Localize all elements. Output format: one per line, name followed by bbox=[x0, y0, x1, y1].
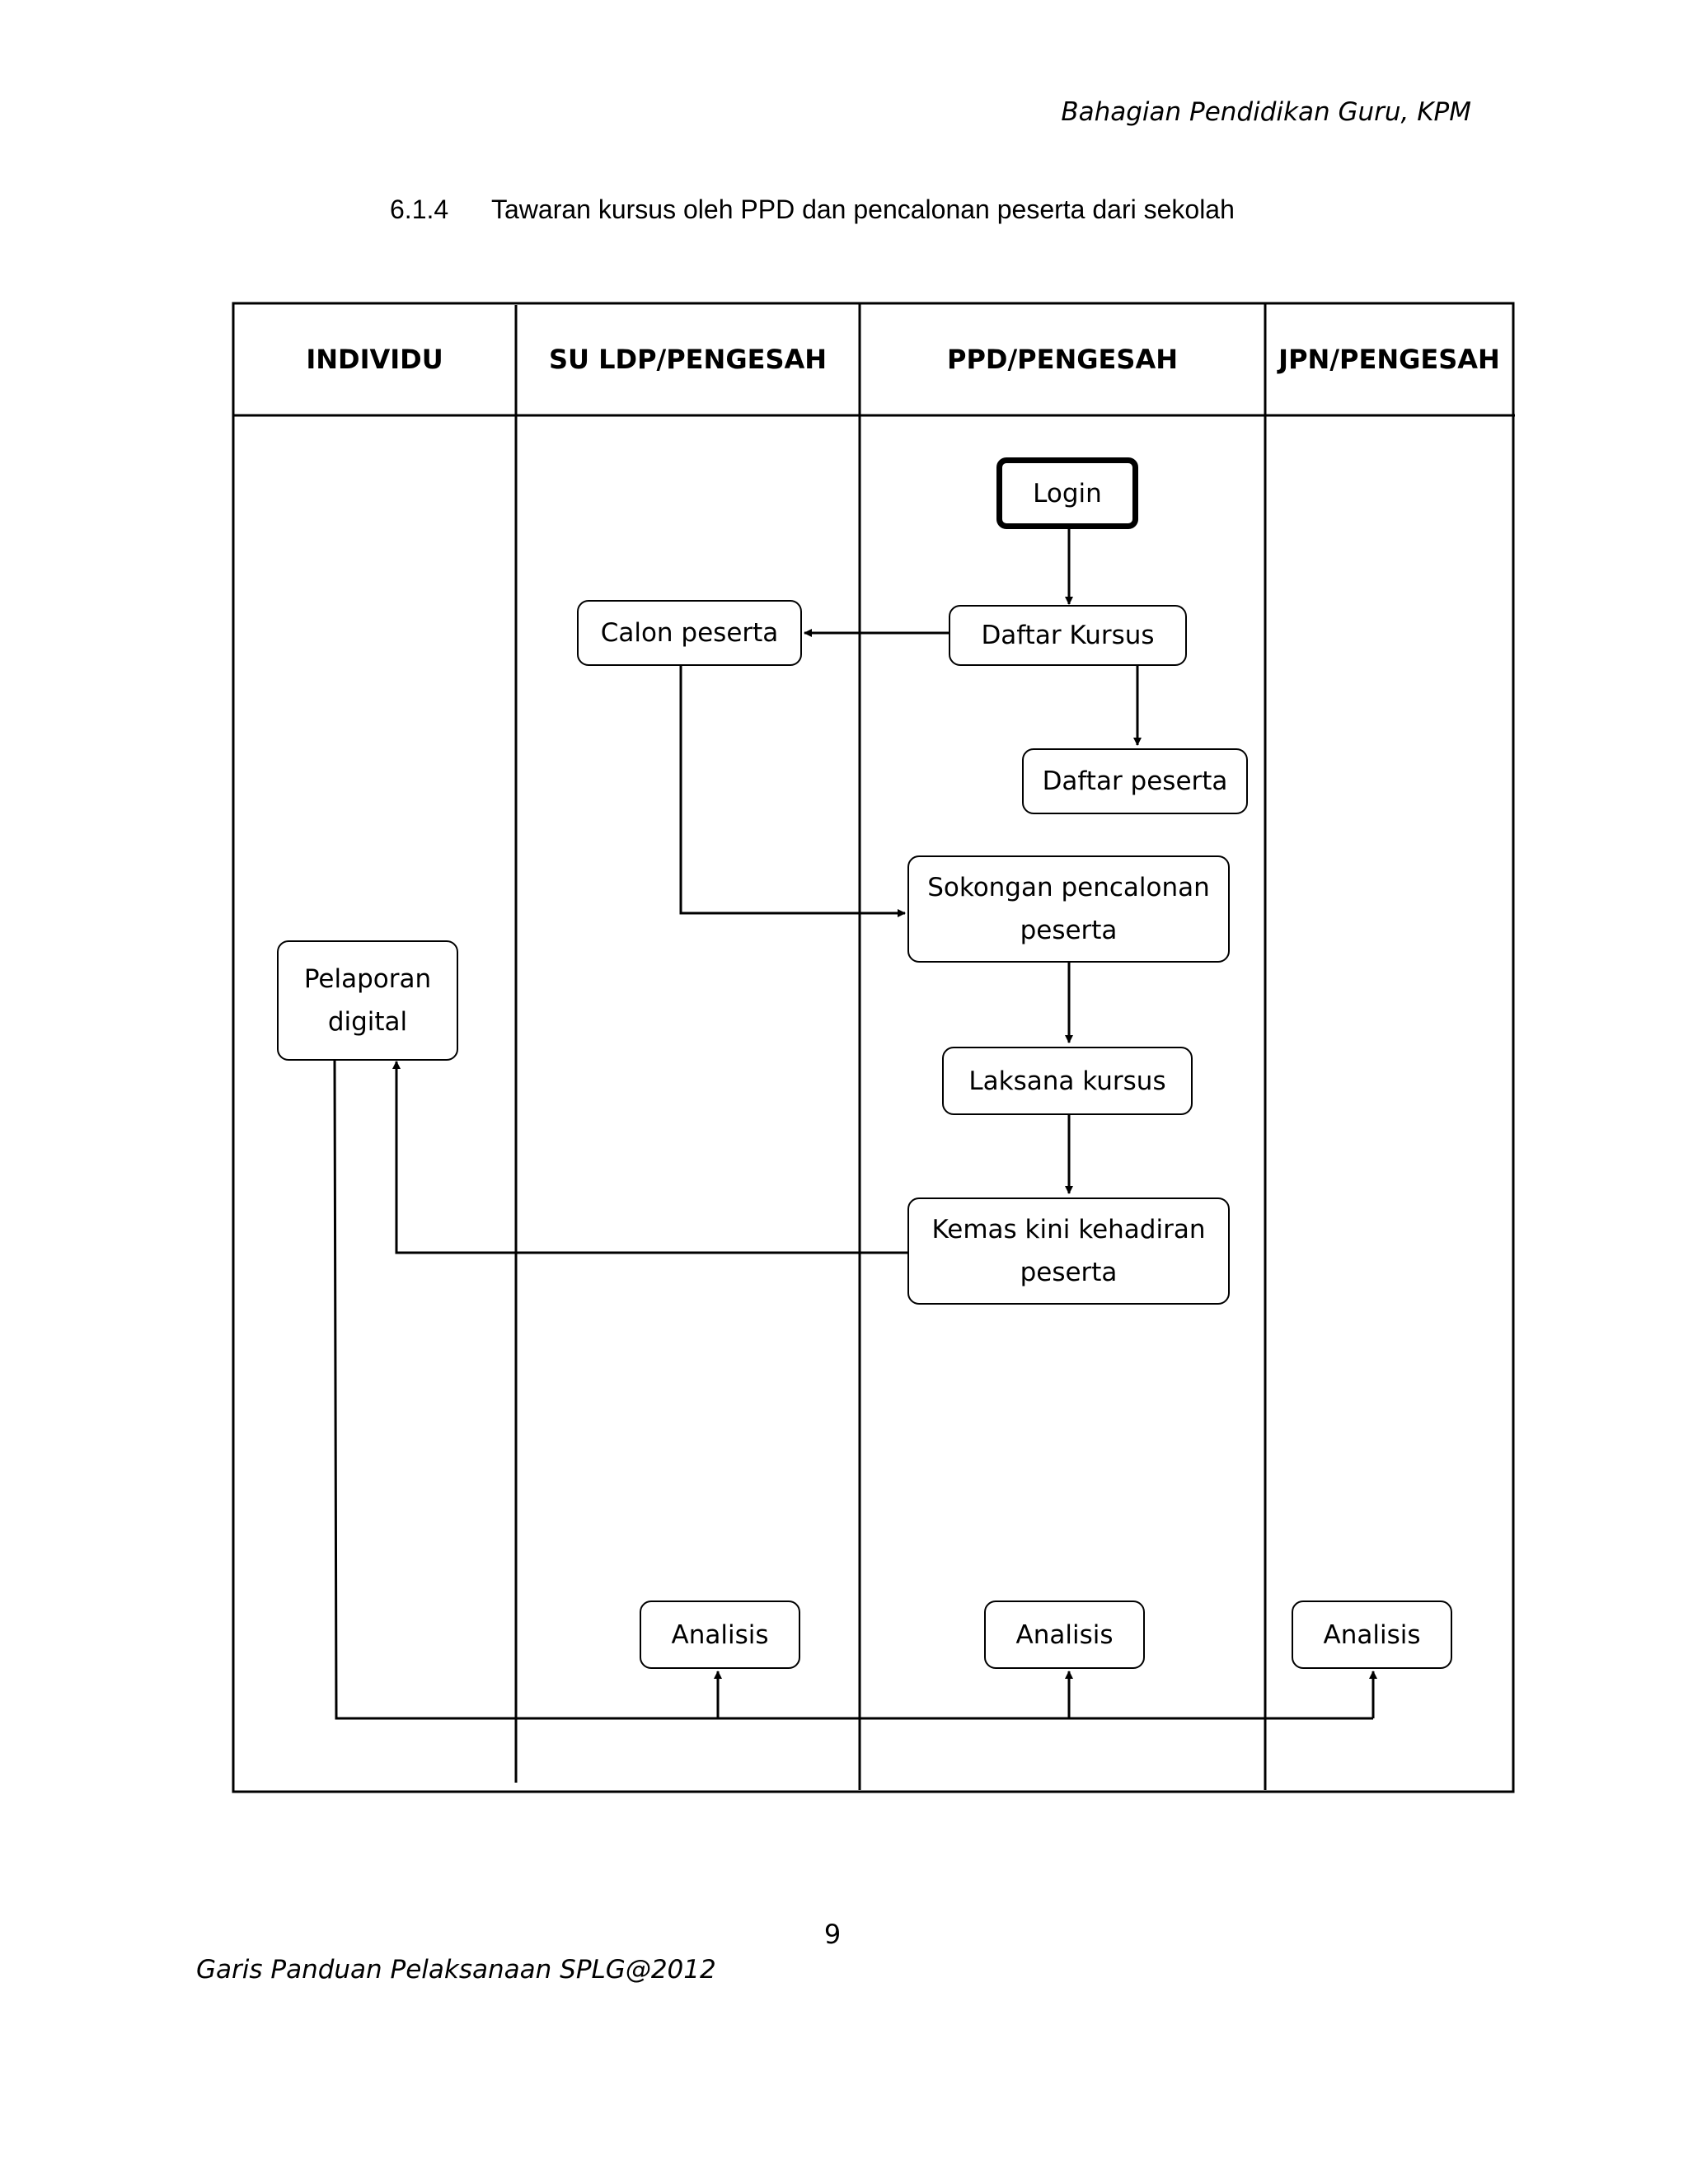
node-laksana: Laksana kursus bbox=[942, 1047, 1193, 1115]
diagram-frame bbox=[232, 302, 1515, 1793]
node-daftar-kursus: Daftar Kursus bbox=[949, 605, 1187, 666]
node-analisis-su: Analisis bbox=[640, 1601, 800, 1669]
edge-pelaporan-bus bbox=[333, 1060, 1373, 1720]
node-analisis-jpn: Analisis bbox=[1292, 1601, 1452, 1669]
section-title-text: Tawaran kursus oleh PPD dan pencalonan p… bbox=[491, 194, 1235, 224]
lane-header-ppd: PPD/PENGESAH bbox=[947, 344, 1178, 375]
node-analisis-ppd: Analisis bbox=[984, 1601, 1145, 1669]
lane-header-individu: INDIVIDU bbox=[306, 344, 443, 375]
edge-calon-sokongan bbox=[679, 666, 906, 917]
node-calon-peserta: Calon peserta bbox=[577, 600, 802, 666]
lane-header-jpn: JPN/PENGESAH bbox=[1278, 344, 1500, 375]
node-daftar-peserta: Daftar peserta bbox=[1022, 748, 1248, 814]
node-sokongan: Sokongan pencalonan peserta bbox=[907, 855, 1230, 963]
node-kemas-kini: Kemas kini kehadiran peserta bbox=[907, 1197, 1230, 1305]
edge-kemas-kini-pelaporan bbox=[392, 1061, 908, 1254]
footer-note: Garis Panduan Pelaksanaan SPLG@2012 bbox=[196, 1955, 716, 1985]
section-title: 6.1.4 Tawaran kursus oleh PPD dan pencalo… bbox=[390, 194, 1235, 225]
page-number: 9 bbox=[823, 1919, 842, 1950]
section-number: 6.1.4 bbox=[390, 194, 449, 224]
lane-header-su-ldp: SU LDP/PENGESAH bbox=[548, 344, 828, 375]
header-note: Bahagian Pendidikan Guru, KPM bbox=[1061, 97, 1471, 127]
node-pelaporan: Pelaporan digital bbox=[277, 940, 458, 1061]
node-login: Login bbox=[996, 457, 1138, 529]
